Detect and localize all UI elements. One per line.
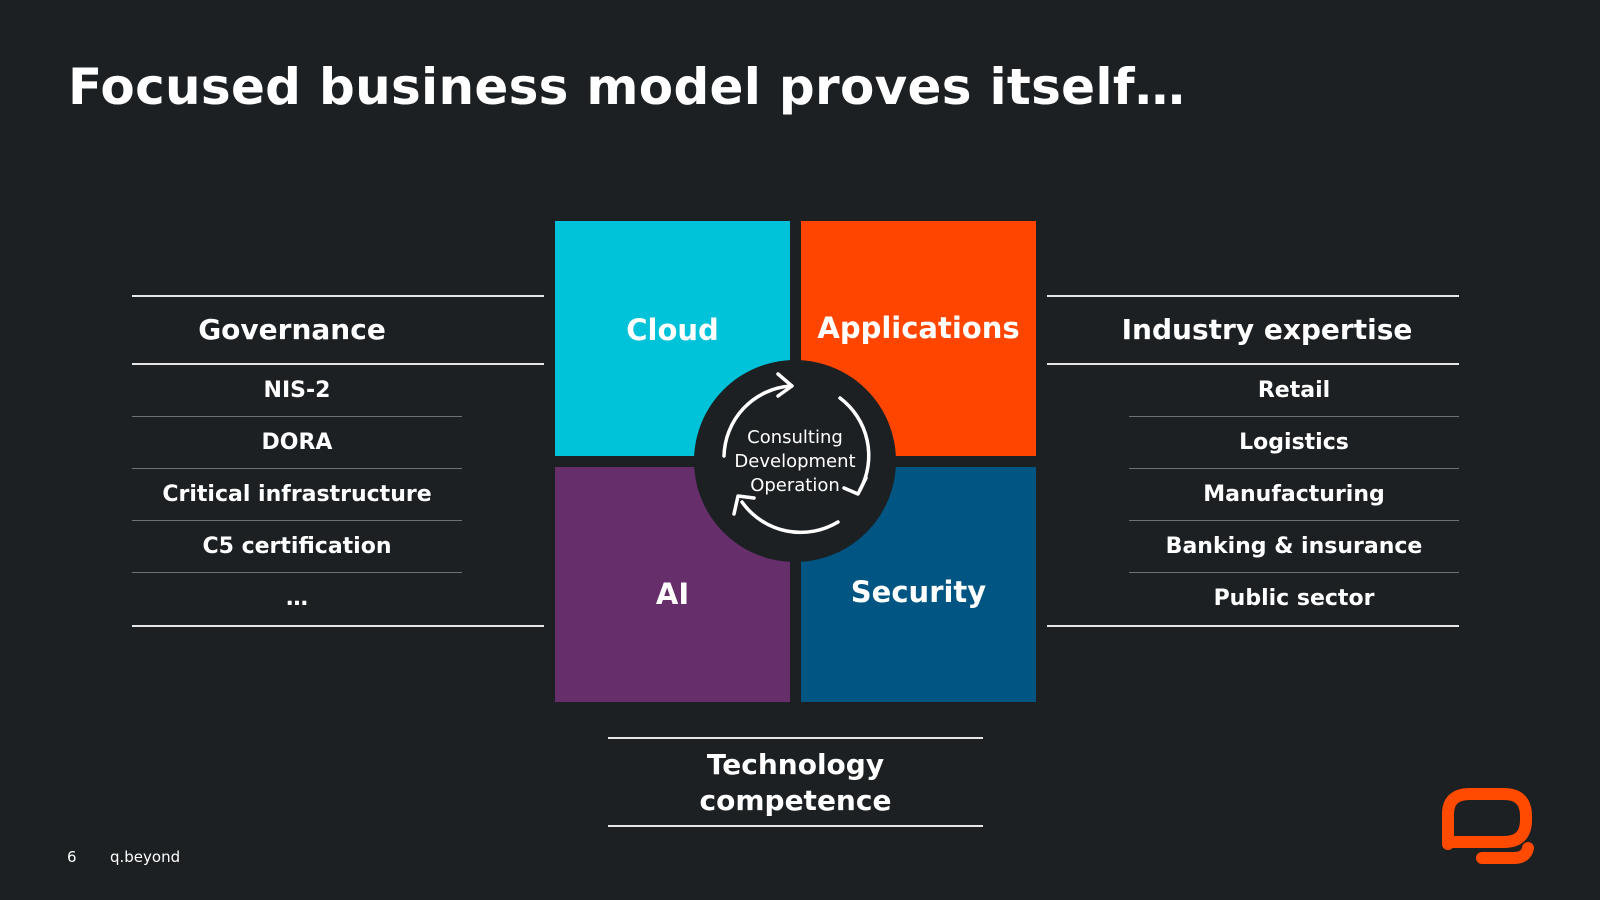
page-title: Focused business model proves itself… [68,58,1186,116]
divider [608,825,983,827]
technology-block: Technology competence [608,737,983,827]
list-item: Public sector [1213,586,1375,611]
security-label: Security [850,575,987,609]
list-item: C5 certification [132,521,462,573]
applications-quadrant: Applications [801,221,1036,456]
ai-label: AI [655,577,690,611]
list-item: Banking & insurance [1129,521,1459,573]
divider [132,625,544,627]
list-item: Logistics [1129,417,1459,469]
q-beyond-logo-icon [1442,786,1538,880]
applications-label: Applications [817,311,1020,345]
circular-arrows-icon [722,372,871,535]
industry-panel: Industry expertise Retail Logistics Manu… [1047,295,1459,627]
footer-brand: q.beyond [110,848,181,866]
technology-line-2: competence [699,784,892,817]
divider [608,737,983,739]
list-item: NIS-2 [132,365,462,417]
governance-title: Governance [198,313,386,346]
list-item: Critical infrastructure [132,469,462,521]
list-item: DORA [132,417,462,469]
governance-panel: Governance NIS-2 DORA Critical infrastru… [132,295,544,627]
list-item: Manufacturing [1129,469,1459,521]
list-item: … [286,586,308,611]
cycle-circle: Consulting Development Operation [694,360,896,562]
cycle-line-development: Development [734,451,856,472]
cycle-line-operation: Operation [750,475,840,496]
divider [1047,295,1459,297]
industry-title: Industry expertise [1121,313,1413,346]
divider [132,363,544,365]
divider [1047,625,1459,627]
divider [132,295,544,297]
technology-title: Technology competence [608,739,983,825]
technology-line-1: Technology [706,748,885,781]
cycle-text: Consulting Development Operation [694,426,896,498]
cloud-label: Cloud [626,313,719,347]
cycle-line-consulting: Consulting [747,427,843,448]
divider [1047,363,1459,365]
page-number: 6 [67,848,77,866]
list-item: Retail [1129,365,1459,417]
